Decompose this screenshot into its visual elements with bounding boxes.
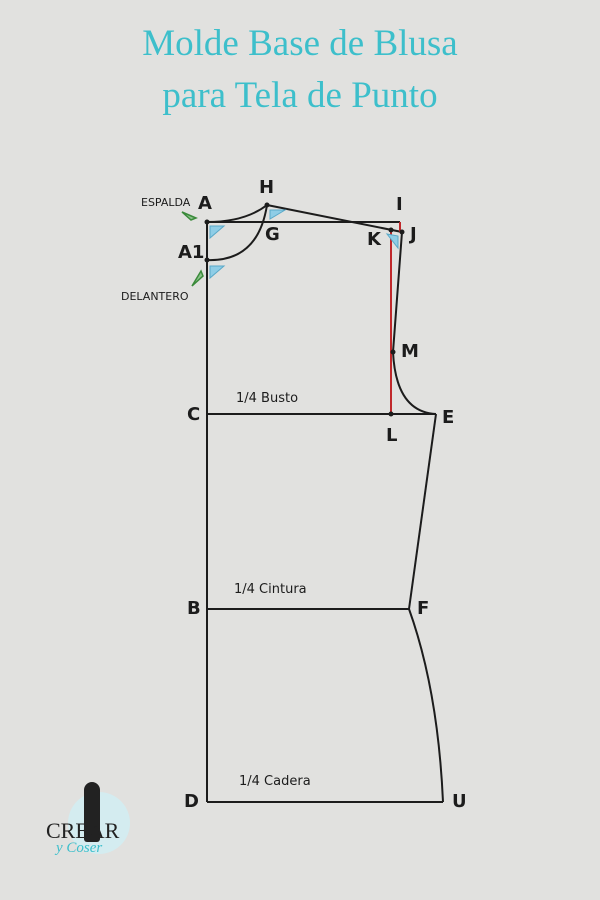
title-line-2: para Tela de Punto [162, 75, 438, 116]
point-J: J [410, 224, 417, 245]
measure-cintura: 1/4 Cintura [234, 582, 307, 597]
side-seam-lower [408, 608, 444, 803]
square-icon [209, 225, 226, 240]
point-D: D [184, 791, 199, 812]
square-icon [269, 209, 287, 220]
shoulder-line [266, 204, 403, 233]
title-line-1: Molde Base de Blusa [142, 23, 458, 64]
point-F: F [417, 598, 430, 619]
label-espalda: ESPALDA [141, 196, 191, 209]
point-I: I [396, 194, 403, 215]
square-icon [209, 265, 226, 280]
point-B: B [187, 598, 201, 619]
back-neckline [206, 204, 268, 223]
logo: CREAR y Coser [40, 780, 135, 870]
label-delantero: DELANTERO [121, 290, 189, 303]
point-K: K [367, 229, 381, 250]
measure-busto: 1/4 Busto [236, 391, 299, 406]
point-A1: A1 [178, 242, 205, 263]
point-G: G [265, 224, 280, 245]
point-U: U [452, 791, 467, 812]
front-neckline [206, 204, 268, 262]
armhole [391, 231, 437, 415]
arrow-delantero-icon [191, 269, 204, 287]
point-E: E [442, 407, 455, 428]
measure-cadera: 1/4 Cadera [239, 774, 311, 789]
arrow-espalda-icon [181, 211, 198, 221]
point-C: C [187, 404, 201, 425]
point-H: H [259, 177, 275, 198]
point-L: L [386, 425, 398, 446]
point-M: M [401, 341, 419, 362]
point-A: A [198, 193, 212, 214]
square-icon [385, 233, 399, 250]
side-seam-upper [408, 413, 437, 610]
